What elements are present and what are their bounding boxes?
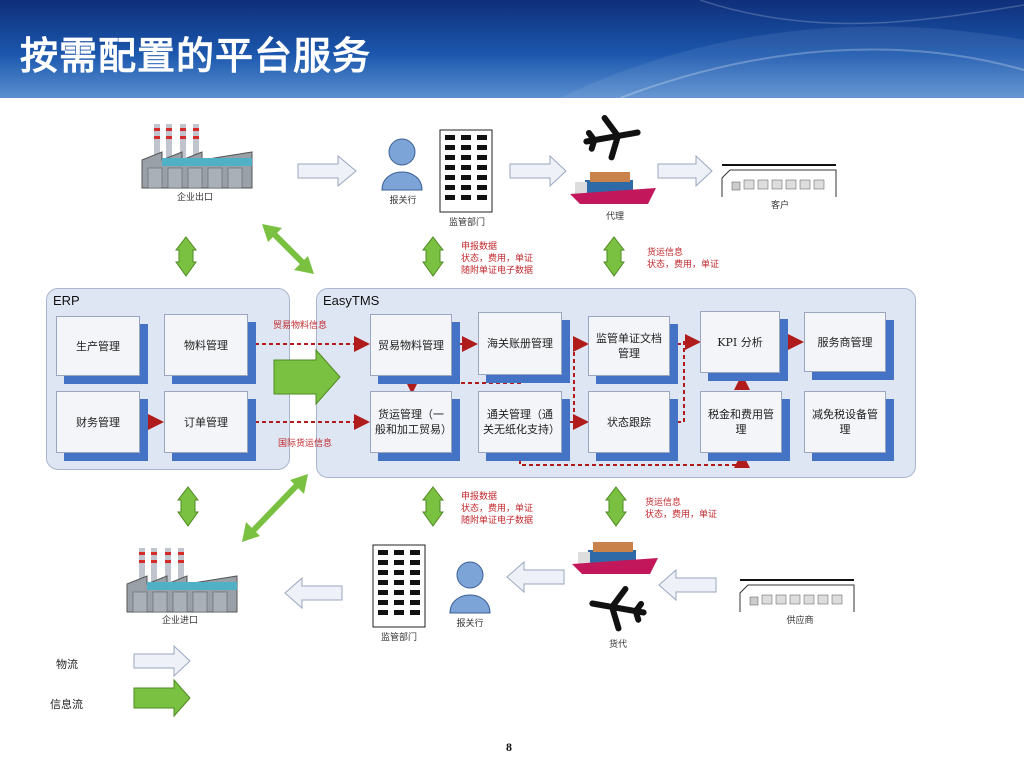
legend-logistics-label: 物流 bbox=[56, 658, 78, 671]
note-line: 货运信息 bbox=[647, 248, 684, 258]
broker-top-label: 报关行 bbox=[389, 196, 417, 206]
banner-swirl bbox=[560, 0, 1024, 98]
header-banner: 按需配置的平台服务 bbox=[0, 0, 1024, 98]
erp-order-box[interactable]: 订单管理 bbox=[164, 391, 248, 453]
erp-finance-box[interactable]: 财务管理 bbox=[56, 391, 140, 453]
tms-kpi-box[interactable]: KPI 分析 bbox=[700, 311, 780, 373]
customs-building-icon-top bbox=[439, 129, 493, 213]
customs-top-label: 监管部门 bbox=[448, 218, 485, 228]
airplane-icon-top bbox=[583, 114, 641, 161]
factory-import-icon bbox=[126, 548, 238, 613]
broker-person-icon-top bbox=[381, 138, 423, 191]
broker-bottom-label: 报关行 bbox=[456, 619, 484, 629]
info-arrow-customs-bottom bbox=[421, 486, 445, 527]
info-arrow-erp-top bbox=[174, 236, 198, 277]
erp-label: ERP bbox=[53, 293, 80, 308]
airplane-icon-bottom bbox=[589, 585, 647, 632]
customs-bottom-label: 监管部门 bbox=[380, 633, 417, 643]
note-bottom-customs: 申报数据 状态，费用，单证 随附单证电子数据 bbox=[461, 491, 533, 527]
note-line: 状态，费用，单证 bbox=[461, 254, 534, 264]
supplier-warehouse-icon bbox=[739, 579, 855, 612]
note-line: 状态，费用，单证 bbox=[647, 260, 720, 270]
cargo-ship-icon-bottom bbox=[572, 542, 658, 574]
customs-building-icon-bottom bbox=[372, 544, 426, 628]
info-arrow-shipping-bottom bbox=[604, 486, 628, 527]
factory-export-label: 企业出口 bbox=[176, 193, 213, 203]
tms-trade-material-box[interactable]: 贸易物料管理 bbox=[370, 314, 452, 376]
note-line: 随附单证电子数据 bbox=[461, 516, 534, 526]
legend-info-arrow bbox=[133, 678, 191, 718]
note-line: 申报数据 bbox=[461, 492, 498, 502]
page-number: 8 bbox=[506, 740, 512, 754]
logistics-arrow-2 bbox=[509, 154, 567, 188]
note-line: 状态，费用，单证 bbox=[645, 510, 718, 520]
tms-provider-box[interactable]: 服务商管理 bbox=[804, 312, 886, 372]
forwarder-label: 货代 bbox=[608, 640, 627, 650]
note-bottom-shipping: 货运信息 状态，费用，单证 bbox=[645, 497, 717, 521]
factory-import-label: 企业进口 bbox=[161, 616, 198, 626]
logistics-arrow-5 bbox=[506, 560, 565, 594]
erp-material-box[interactable]: 物料管理 bbox=[164, 314, 248, 376]
factory-export-icon bbox=[141, 124, 253, 189]
customer-warehouse-icon bbox=[721, 164, 837, 197]
info-arrow-customs-top bbox=[421, 236, 445, 277]
note-trade-material: 贸易物料信息 bbox=[273, 321, 328, 331]
tms-status-box[interactable]: 状态跟踪 bbox=[588, 391, 670, 453]
note-intl-freight: 国际货运信息 bbox=[278, 439, 333, 449]
tms-tax-exempt-box[interactable]: 减免税设备管理 bbox=[804, 391, 886, 453]
note-line: 货运信息 bbox=[645, 498, 682, 508]
tms-supervision-docs-box[interactable]: 监管单证文档管理 bbox=[588, 316, 670, 376]
note-top-customs: 申报数据 状态，费用，单证 随附单证电子数据 bbox=[461, 241, 533, 277]
logistics-arrow-4 bbox=[284, 576, 343, 610]
logistics-arrow-1 bbox=[297, 154, 357, 188]
info-arrow-erp-bottom bbox=[176, 486, 200, 527]
note-line: 状态，费用，单证 bbox=[461, 504, 534, 514]
legend-logistics-arrow bbox=[133, 644, 191, 678]
page-title: 按需配置的平台服务 bbox=[20, 34, 372, 78]
tms-freight-box[interactable]: 货运管理（一般和加工贸易） bbox=[370, 391, 452, 453]
logistics-arrow-3 bbox=[657, 154, 713, 188]
tms-tax-fee-box[interactable]: 税金和费用管理 bbox=[700, 391, 782, 453]
cargo-ship-icon-top bbox=[570, 172, 656, 204]
note-line: 随附单证电子数据 bbox=[461, 266, 534, 276]
agent-label: 代理 bbox=[605, 212, 624, 222]
note-top-shipping: 货运信息 状态，费用，单证 bbox=[647, 247, 719, 271]
supplier-label: 供应商 bbox=[786, 616, 814, 626]
tms-clearance-box[interactable]: 通关管理（通关无纸化支持） bbox=[478, 391, 562, 453]
easytms-label: EasyTMS bbox=[323, 293, 380, 308]
tms-customs-ledger-box[interactable]: 海关账册管理 bbox=[478, 312, 562, 375]
info-arrow-shipping-top bbox=[602, 236, 626, 277]
legend-info-flow-label: 信息流 bbox=[50, 698, 83, 711]
logistics-arrow-6 bbox=[658, 568, 717, 602]
note-line: 申报数据 bbox=[461, 242, 498, 252]
broker-person-icon-bottom bbox=[449, 561, 491, 614]
customer-label: 客户 bbox=[770, 201, 789, 211]
erp-production-box[interactable]: 生产管理 bbox=[56, 316, 140, 376]
